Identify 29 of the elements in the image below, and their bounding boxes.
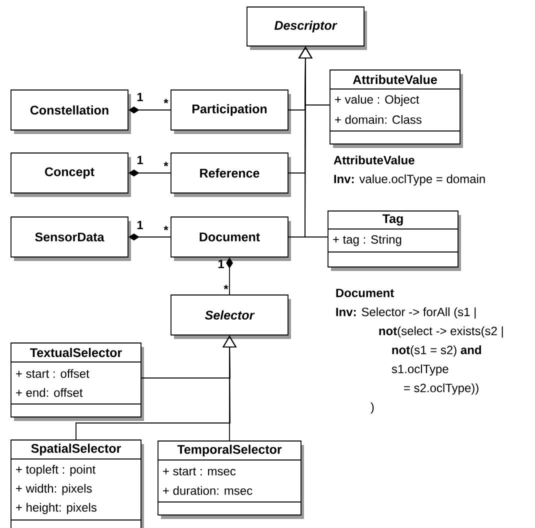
- class-box: Descriptor: [246, 6, 367, 50]
- constraint-text: s1.oclType: [392, 364, 448, 376]
- multiplicity-label: *: [164, 98, 168, 104]
- class-box: Tag + tag : String: [328, 210, 461, 271]
- multiplicity-label: 1: [218, 260, 224, 268]
- class-box: TemporalSelector + start : msec + duration: msec: [158, 440, 304, 519]
- class-box: Participation: [170, 90, 291, 134]
- multiplicity-label: *: [164, 162, 168, 166]
- class-box: SpatialSelector + topleft : point + width: pixels + height: pixels: [10, 440, 144, 528]
- constraint-text: Inv: value.oclType = domain: [334, 174, 485, 186]
- class-box: AttributeValue + value : Object + domain: Class: [330, 70, 463, 148]
- constraint-text: ): [370, 402, 374, 414]
- multiplicity-label: *: [164, 226, 168, 230]
- class-box: TextualSelector + start : offset + end: offset: [10, 342, 144, 421]
- class-box: Selector: [170, 294, 291, 339]
- constraint-text: = s2.oclType)): [404, 383, 478, 395]
- multiplicity-label: 1: [137, 220, 143, 230]
- multiplicity-label: *: [224, 284, 228, 290]
- class-box: Concept: [10, 152, 131, 197]
- constraint-text: not(s1 = s2) and: [392, 345, 481, 357]
- constraint-text: Document: [336, 288, 394, 298]
- constraint-text: Inv: Selector -> forAll (s1 |: [336, 307, 476, 319]
- class-box: SensorData: [10, 216, 131, 261]
- class-box: Constellation: [10, 90, 131, 134]
- class-box: Reference: [170, 152, 291, 197]
- multiplicity-label: 1: [137, 156, 143, 164]
- constraint-text: not(select -> exists(s2 |: [379, 326, 503, 338]
- multiplicity-label: 1: [137, 92, 143, 102]
- class-box: Document: [170, 216, 291, 261]
